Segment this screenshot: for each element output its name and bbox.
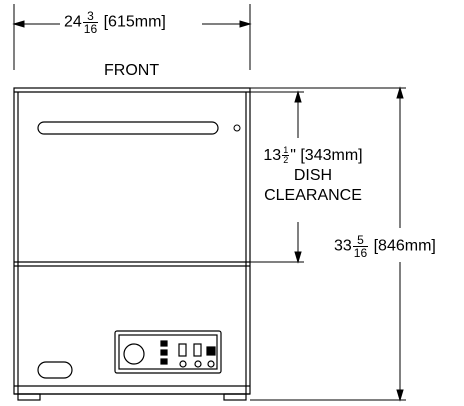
- clearance-whole: 13: [263, 147, 282, 164]
- door-handle: [37, 121, 219, 135]
- height-fraction-num: 5: [352, 234, 369, 247]
- cabinet: [13, 87, 251, 401]
- clearance-line2: DISH: [293, 167, 333, 184]
- lower-handle: [37, 361, 73, 379]
- clearance-metric: " [343mm]: [290, 147, 363, 164]
- width-metric: [615mm]: [103, 13, 166, 31]
- width-fraction-den: 16: [83, 22, 98, 36]
- clearance-fraction-den: 2: [283, 155, 289, 166]
- clearance-fraction-num: 1: [282, 145, 290, 157]
- height-dimension-line: [250, 86, 406, 402]
- height-fraction-den: 16: [353, 246, 368, 260]
- clearance-dimension-line: [250, 90, 304, 264]
- width-whole: 24: [64, 13, 82, 31]
- indicator-dot: [233, 124, 241, 132]
- clearance-line3: CLEARANCE: [264, 187, 362, 204]
- height-metric: [846mm]: [373, 237, 436, 255]
- height-whole: 33: [334, 237, 352, 255]
- control-panel: [114, 330, 222, 374]
- front-label: FRONT: [104, 62, 160, 79]
- width-dimension-line: [12, 4, 252, 70]
- width-fraction-num: 3: [82, 10, 99, 23]
